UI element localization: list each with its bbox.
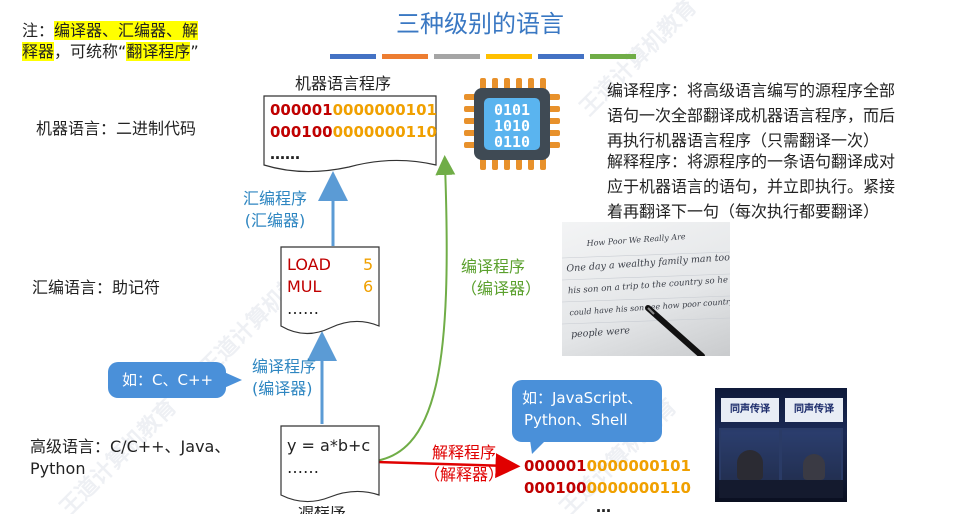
operand: 0000000101: [586, 457, 691, 475]
arrow-interpret: [377, 453, 521, 479]
compiler-label-left: 编译程序 (编译器): [252, 356, 316, 400]
handwriting-photo: How Poor We Really Are One day a wealthy…: [562, 222, 730, 356]
machine-program-doc-shape: [263, 95, 437, 173]
bubble-text: Python、Shell: [524, 411, 628, 429]
arrow-compile-to-machine: [364, 155, 456, 463]
machine-language-label: 机器语言：二进制代码: [36, 119, 197, 138]
compiler-description: 编译程序：将高级语言编写的源程序全部 语句一次全部翻译成机器语言程序，而后 再执…: [607, 78, 895, 153]
binary-chip-icon: 0101 1010 0110: [464, 78, 560, 170]
interpreter-output: 0000010000000101 0001000000000110: [524, 455, 691, 499]
description-line: 解释程序：将源程序的一条语句翻译成对: [607, 152, 896, 171]
description-line: 语句一次全部翻译成机器语言程序，而后: [607, 106, 896, 125]
chip-binary-line: 1010: [494, 117, 530, 135]
interpreter-person: [803, 454, 825, 480]
machine-program-doc: 0000010000000101 0001000000000110 ……: [270, 99, 437, 165]
compiler-label-line: (编译器): [252, 379, 313, 398]
source-program-doc-shape: [280, 425, 380, 503]
note-highlight: 翻译程序: [126, 42, 191, 61]
handwriting-lines: How Poor We Really Are One day a wealthy…: [562, 232, 730, 356]
opcode: 000001: [270, 101, 333, 119]
note-text: ”: [190, 42, 199, 61]
booth-desk: [719, 480, 843, 498]
title-underline-segment: [538, 54, 584, 59]
source-code-line: y = a*b+c: [287, 436, 371, 455]
high-level-language-line: 高级语言：C/C++、Java、: [30, 437, 231, 456]
machine-program-caption: 机器语言程序: [295, 74, 392, 93]
assembler-label: 汇编程序 (汇编器): [243, 188, 307, 232]
title-underline: [330, 54, 636, 59]
bubble-text: 如：C、C++: [122, 371, 214, 389]
description-line: 应于机器语言的语句，并立即执行。紧接: [607, 177, 896, 196]
operand: 0000000110: [332, 123, 437, 141]
mnemonic: LOAD: [287, 255, 331, 274]
example-bubble-js: 如：JavaScript、 Python、Shell: [512, 380, 662, 442]
interpreter-label-line: 解释程序: [432, 443, 497, 462]
compiler-label-line: 编译程序: [461, 257, 526, 276]
page-title: 三种级别的语言: [396, 10, 564, 38]
operand: 5: [363, 255, 374, 274]
chip-binary-line: 0101: [494, 101, 530, 119]
note-highlight: 编译器、汇编器、解: [54, 21, 199, 40]
high-level-language-line: Python: [30, 459, 86, 478]
note-highlight: 释器: [22, 42, 55, 61]
bubble-tail: [224, 372, 242, 388]
bubble-tail: [530, 440, 546, 454]
description-line: 编译程序：将高级语言编写的源程序全部: [607, 81, 896, 100]
assembly-program-doc: LOAD 5 MUL 6 ……: [287, 254, 373, 320]
assembly-program-doc-shape: [280, 246, 380, 335]
note-text: ，可统称“: [54, 42, 127, 61]
chip-binary-line: 0110: [494, 133, 530, 151]
title-underline-segment: [330, 54, 376, 59]
interpreter-description: 解释程序：将源程序的一条语句翻译成对 应于机器语言的语句，并立即执行。紧接 着再…: [607, 149, 895, 224]
handwriting-text: How Poor We Really Are: [585, 232, 686, 248]
high-level-language-label: 高级语言：C/C++、Java、 Python: [30, 436, 230, 480]
operand: 0000000101: [332, 101, 437, 119]
booth-divider: [779, 428, 782, 498]
source-program-doc: y = a*b+c ……: [287, 435, 370, 479]
ellipsis: ……: [270, 145, 300, 163]
example-bubble-c: 如：C、C++: [108, 362, 226, 398]
compiler-label-line: 编译程序: [252, 357, 317, 376]
note-prefix: 注：: [22, 21, 55, 40]
compiler-label-line: （编译器）: [461, 279, 542, 298]
assembler-label-line: (汇编器): [244, 211, 306, 230]
booth-sign: 同声传译: [721, 398, 779, 422]
ellipsis: ……: [287, 299, 319, 318]
description-line: 着再翻译下一句（每次执行都要翻译）: [607, 202, 880, 221]
title-underline-segment: [434, 54, 480, 59]
bubble-text: 如：JavaScript、: [522, 389, 643, 407]
opcode: 000001: [524, 457, 587, 475]
interpreter-person: [737, 450, 763, 480]
opcode: 000100: [270, 123, 333, 141]
booth-sign: 同声传译: [785, 398, 843, 422]
operand: 6: [363, 277, 374, 296]
title-underline-segment: [590, 54, 636, 59]
ellipsis: ……: [287, 458, 319, 477]
operand: 0000000110: [586, 479, 691, 497]
interpreter-label-line: （解释器）: [424, 465, 505, 484]
handwriting-text: his son on a trip to the country so he: [568, 275, 729, 296]
assembly-language-label: 汇编语言：助记符: [32, 278, 161, 297]
title-underline-segment: [382, 54, 428, 59]
source-program-caption: 源程序: [298, 506, 346, 514]
note: 注：编译器、汇编器、解 释器，可统称“翻译程序”: [22, 20, 262, 62]
compiler-label-right: 编译程序 （编译器）: [461, 256, 541, 300]
interpreter-label: 解释程序 （解释器）: [424, 442, 504, 486]
interpreter-output-ellipsis: …: [596, 502, 611, 514]
description-line: 再执行机器语言程序（只需翻译一次）: [607, 131, 880, 150]
interpreter-booth-photo: 同声传译 同声传译: [715, 388, 847, 502]
ellipsis: …: [596, 502, 611, 514]
source-program-caption-text: 源程序: [298, 506, 346, 514]
pen: [645, 305, 705, 356]
handwriting-text: people were: [571, 325, 631, 340]
opcode: 000100: [524, 479, 587, 497]
mnemonic: MUL: [287, 277, 322, 296]
title-underline-segment: [486, 54, 532, 59]
assembler-label-line: 汇编程序: [243, 189, 308, 208]
